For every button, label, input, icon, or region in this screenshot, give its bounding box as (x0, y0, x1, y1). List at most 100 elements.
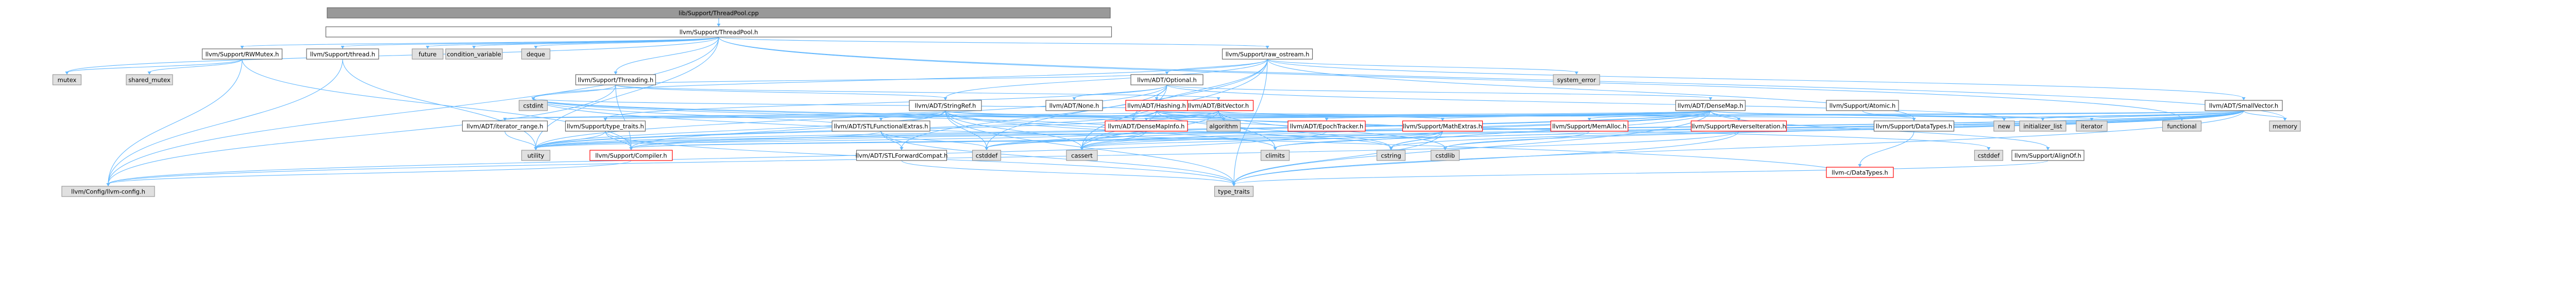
edge-arrowhead (1165, 72, 1169, 75)
node-llvm-adt-hashing-h[interactable]: llvm/ADT/Hashing.h (1125, 100, 1188, 111)
node-llvm-adt-iterator-range-h[interactable]: llvm/ADT/iterator_range.h (462, 120, 548, 132)
edge-arrowhead (2041, 118, 2045, 121)
node-llvm-c-datatypes-h[interactable]: llvm-c/DataTypes.h (1826, 167, 1894, 178)
node-llvm-support-datatypes-h[interactable]: llvm/Support/DataTypes.h (1873, 120, 1955, 132)
dependency-edge (1391, 110, 2244, 149)
edge-arrowhead (1072, 97, 1076, 100)
dependency-edge (1391, 131, 1443, 149)
node-label: llvm/Support/Atomic.h (1829, 102, 1895, 110)
node-label: llvm/ADT/STLFunctionalExtras.h (834, 123, 928, 130)
node-label: llvm/ADT/SmallVector.h (2209, 102, 2278, 110)
node-llvm-support-memalloc-h[interactable]: llvm/Support/MemAlloc.h (1550, 120, 1629, 132)
dependency-edge (615, 84, 632, 149)
node-box (565, 120, 646, 132)
node-llvm-adt-smallvector-h[interactable]: llvm/ADT/SmallVector.h (2205, 100, 2283, 111)
dependency-edge (1445, 131, 1590, 149)
node-llvm-adt-stringref-h[interactable]: llvm/ADT/StringRef.h (909, 100, 982, 111)
dependency-edge (986, 131, 1147, 149)
node-llvm-support-alignof-h[interactable]: llvm/Support/AlignOf.h (2011, 150, 2084, 161)
node-llvm-adt-stlfunctionalextras-h[interactable]: llvm/ADT/STLFunctionalExtras.h (832, 120, 930, 132)
node-box (1873, 120, 1955, 132)
node-memory: memory (2269, 120, 2301, 132)
node-box (2076, 120, 2108, 132)
node-box (327, 7, 1111, 19)
node-box (1222, 48, 1313, 60)
edge-arrowhead (106, 183, 110, 186)
dependency-edge (1267, 59, 1914, 119)
dependency-edge (1233, 59, 1268, 185)
node-label: cassert (1071, 152, 1093, 159)
node-box (589, 150, 673, 161)
node-label: initializer_list (2023, 123, 2062, 130)
node-shared-mutex: shared_mutex (126, 74, 173, 85)
dependency-edge (945, 110, 1234, 185)
dependency-edge (1267, 59, 1577, 73)
node-label: llvm/Support/MathExtras.h (1403, 123, 1482, 130)
dependency-edge (242, 37, 719, 47)
edge-arrowhead (147, 72, 151, 75)
edge-arrowhead (1265, 46, 1269, 49)
edge-arrowhead (900, 147, 904, 150)
node-label: llvm/Support/Threading.h (578, 77, 654, 84)
node-label: algorithm (1209, 123, 1238, 130)
edge-arrowhead (1912, 118, 1916, 121)
dependency-edge (880, 131, 902, 149)
node-llvm-support-threadpool-h[interactable]: llvm/Support/ThreadPool.h (325, 26, 1112, 38)
dependency-edge (718, 37, 2182, 119)
node-box (972, 150, 1002, 161)
node-llvm-support-threading-h[interactable]: llvm/Support/Threading.h (575, 74, 656, 85)
node-box (1553, 74, 1600, 85)
node-llvm-support-atomic-h[interactable]: llvm/Support/Atomic.h (1826, 100, 1899, 111)
dependency-edge (1267, 59, 2244, 99)
edge-arrowhead (1708, 97, 1713, 100)
dependency-edge (1166, 84, 2005, 119)
node-llvm-support-reverseiteration-h[interactable]: llvm/Support/ReverseIteration.h (1690, 120, 1787, 132)
node-llvm-support-compiler-h[interactable]: llvm/Support/Compiler.h (589, 150, 673, 161)
dependency-edge (1442, 110, 1711, 119)
node-label: llvm-c/DataTypes.h (1832, 169, 1888, 176)
dependency-edge (242, 59, 632, 149)
dependency-edge (615, 84, 1219, 99)
edge-arrowhead (1232, 183, 1236, 186)
node-label: llvm/Support/Compiler.h (595, 152, 667, 159)
node-llvm-config-llvm-config-h: llvm/Config/llvm-config.h (61, 186, 155, 197)
node-llvm-adt-densemap-h[interactable]: llvm/ADT/DenseMap.h (1675, 100, 1746, 111)
node-box (575, 74, 656, 85)
dependency-edge (108, 131, 1327, 185)
node-label: utility (528, 152, 545, 159)
node-box (2162, 120, 2202, 132)
node-llvm-support-raw-ostream-h[interactable]: llvm/Support/raw_ostream.h (1222, 48, 1313, 60)
node-functional: functional (2162, 120, 2202, 132)
edge-arrowhead (1273, 147, 1277, 150)
node-box (2269, 120, 2301, 132)
dependency-edge (1223, 110, 2244, 119)
dependency-edge (533, 98, 1443, 132)
node-box (521, 150, 551, 161)
dependency-edge (880, 131, 987, 149)
node-llvm-adt-stlforwardcompat-h[interactable]: llvm/ADT/STLForwardCompat.h (856, 150, 948, 161)
node-cstdlib: cstdlib (1430, 150, 1460, 161)
node-mutex: mutex (52, 74, 82, 85)
node-llvm-adt-optional-h[interactable]: llvm/ADT/Optional.h (1130, 74, 1204, 85)
node-box (1130, 74, 1204, 85)
node-llvm-support-rwmutex-h[interactable]: llvm/Support/RWMutex.h (201, 48, 283, 60)
node-algorithm: algorithm (1206, 120, 1241, 132)
node-llvm-adt-densemapinfo-h[interactable]: llvm/ADT/DenseMapInfo.h (1105, 120, 1188, 132)
edge-arrowhead (1737, 118, 1741, 121)
node-label: llvm/Support/AlignOf.h (2014, 152, 2081, 159)
node-llvm-adt-bitvector-h[interactable]: llvm/ADT/BitVector.h (1183, 100, 1254, 111)
dependency-edge (535, 37, 719, 149)
node-box (832, 120, 930, 132)
node-llvm-support-mathextras-h[interactable]: llvm/Support/MathExtras.h (1402, 120, 1483, 132)
edge-arrowhead (2242, 97, 2246, 100)
node-llvm-adt-epochtracker-h[interactable]: llvm/ADT/EpochTracker.h (1287, 120, 1366, 132)
node-label: cstdint (523, 102, 544, 110)
node-label: llvm/ADT/iterator_range.h (467, 123, 544, 130)
edge-arrowhead (503, 118, 507, 121)
node-label: system_error (1557, 77, 1596, 84)
node-lib-support-threadpool-cpp[interactable]: lib/Support/ThreadPool.cpp (327, 7, 1111, 19)
node-llvm-support-type-traits-h[interactable]: llvm/Support/type_traits.h (565, 120, 646, 132)
node-llvm-adt-none-h[interactable]: llvm/ADT/None.h (1045, 100, 1103, 111)
node-llvm-support-thread-h[interactable]: llvm/Support/thread.h (306, 48, 379, 60)
dependency-edge (945, 59, 1268, 99)
